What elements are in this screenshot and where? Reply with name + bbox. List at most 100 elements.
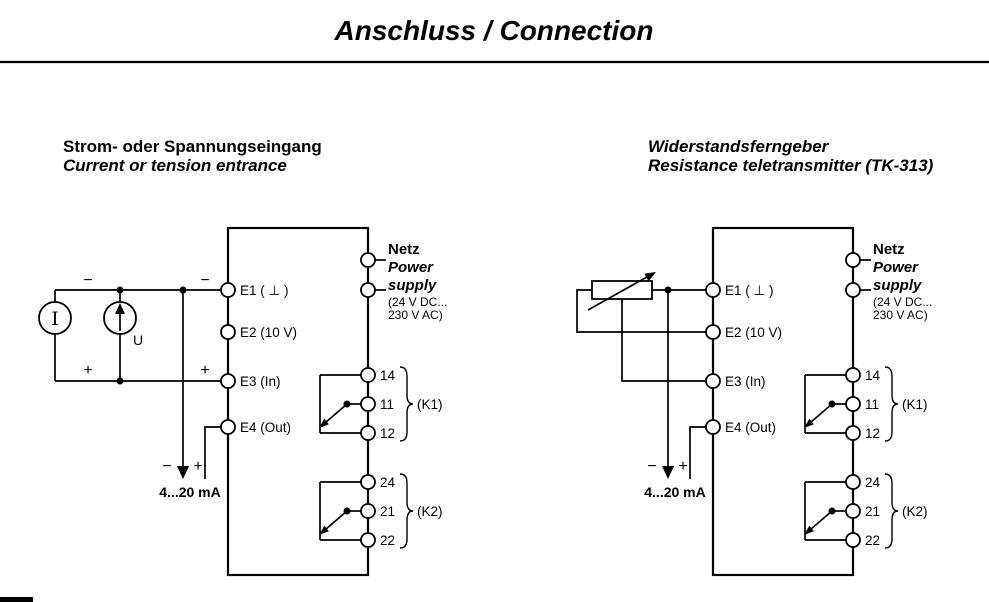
output-range-label: 4...20 mA [159,484,220,500]
terminal-e3 [705,373,721,389]
terminal-14 [360,367,376,383]
output-plus: + [678,458,687,475]
terminal-e3-label: E3 (In) [725,374,766,389]
relay-k1-label: (K1) [902,397,928,412]
right-sensor-wiring [576,286,706,382]
polarity-minus: − [83,272,92,289]
power-range-1: (24 V DC... [873,295,932,309]
right-output-wiring [662,290,706,479]
potentiometer-body [591,280,653,300]
right-diagram: Widerstandsferngeber Resistance teletran… [576,137,934,577]
k2-group-brace [884,473,899,549]
output-plus: + [193,458,202,475]
terminal-14-number: 14 [380,368,396,383]
terminal-e3-label: E3 (In) [240,374,281,389]
terminal-power-1 [845,252,861,268]
polarity-plus: + [200,362,209,379]
power-range-1: (24 V DC... [388,295,447,309]
terminal-21 [845,503,861,519]
terminal-e4-label: E4 (Out) [725,420,776,435]
power-range-2: 230 V AC) [388,308,443,322]
terminal-21 [360,503,376,519]
terminal-22-number: 22 [865,533,880,548]
terminal-11-number: 11 [865,397,879,412]
output-minus: − [647,458,656,475]
terminal-21-number: 21 [380,504,395,519]
relay-k2-label: (K2) [902,504,928,519]
terminal-24 [360,474,376,490]
junction-dot [116,286,124,294]
power-label-de: Netz [388,241,420,258]
terminal-e3 [220,373,236,389]
k1-group-brace [884,366,899,442]
wire [621,299,706,382]
terminal-22 [360,532,376,548]
current-source: I [38,301,72,335]
terminal-e2 [220,324,236,340]
voltage-source: U [103,301,143,348]
left-output-wiring [177,290,221,479]
terminal-12 [845,425,861,441]
polarity-minus: − [200,272,209,289]
wire [689,426,706,479]
junction-dot [116,377,124,385]
power-label-en1: Power [873,259,919,276]
voltage-source-label: U [133,332,143,348]
terminal-22-number: 22 [380,533,395,548]
wire [576,289,706,333]
terminal-12 [360,425,376,441]
terminal-e4 [220,419,236,435]
terminal-e1-label: E1 ( ⊥ ) [240,283,289,298]
power-label-en2: supply [388,277,437,294]
terminal-power-1 [360,252,376,268]
polarity-plus: + [83,362,92,379]
terminal-power-2 [360,282,376,298]
terminal-22 [845,532,861,548]
output-minus: − [162,458,171,475]
terminal-e4 [705,419,721,435]
power-range-2: 230 V AC) [873,308,928,322]
terminal-21-number: 21 [865,504,880,519]
terminal-14-number: 14 [865,368,881,383]
power-label-en2: supply [873,277,922,294]
terminal-e4-label: E4 (Out) [240,420,291,435]
wire [204,426,221,479]
terminal-power-2 [845,282,861,298]
terminal-e2 [705,324,721,340]
terminal-24 [845,474,861,490]
terminal-11 [845,396,861,412]
terminal-24-number: 24 [380,475,396,490]
terminal-11 [360,396,376,412]
terminal-e2-label: E2 (10 V) [725,325,782,340]
terminal-e1 [220,282,236,298]
current-source-circle [38,301,72,335]
terminal-14 [845,367,861,383]
terminal-e1 [705,282,721,298]
voltage-arrowhead-icon [115,303,125,314]
k2-group-brace [399,473,414,549]
page-title: Anschluss / Connection [334,15,654,46]
terminal-12-number: 12 [380,426,395,441]
potentiometer-arrowhead-icon [644,272,656,282]
down-arrowhead-icon [662,466,674,479]
left-heading-de: Strom- oder Spannungseingang [63,137,322,156]
relay-k1-label: (K1) [417,397,443,412]
k1-group-brace [399,366,414,442]
left-heading-en: Current or tension entrance [63,156,287,175]
right-heading-de: Widerstandsferngeber [648,137,830,156]
current-source-icon: I [51,308,59,330]
power-label-en1: Power [388,259,434,276]
right-heading-en: Resistance teletransmitter (TK-313) [648,156,934,175]
power-label-de: Netz [873,241,905,258]
terminal-11-number: 11 [380,397,394,412]
page-edge-mark [0,597,33,602]
down-arrowhead-icon [177,466,189,479]
left-source-wiring [54,286,221,385]
output-range-label: 4...20 mA [644,484,705,500]
terminal-e2-label: E2 (10 V) [240,325,297,340]
terminal-12-number: 12 [865,426,880,441]
left-diagram: Strom- oder Spannungseingang Current or … [38,137,447,577]
potentiometer-arrow-icon [587,276,648,311]
